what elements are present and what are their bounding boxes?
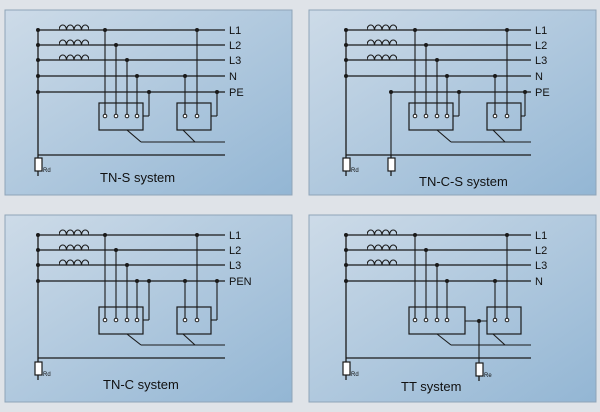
line-label: L3 [229,260,241,272]
grounding-resistor [34,157,43,172]
line-label: N [229,71,237,83]
ground-label: Rd [43,372,51,378]
panel-background [308,214,597,403]
panel-tn-c: L1 L2 L3 PEN Rd TN-C system [4,214,293,403]
ground-label: Rd [351,372,359,378]
line-label: L3 [535,55,547,67]
panel-title: TN-C-S system [419,174,508,189]
line-label: PE [535,87,550,99]
line-label: L2 [229,40,241,52]
line-label: L2 [535,40,547,52]
line-label: N [535,71,543,83]
line-label: L2 [229,245,241,257]
grounding-resistor [34,361,43,376]
panel-title: TN-S system [100,170,175,185]
line-label: L2 [535,245,547,257]
grounding-resistor [342,361,351,376]
panel-title: TN-C system [103,377,179,392]
ground-label: Rd [351,168,359,174]
line-label: L1 [535,25,547,37]
line-label: N [535,276,543,288]
panel-tt: L1 L2 L3 N Rd Re TT system [308,214,597,403]
bus-lines [38,29,225,93]
ground-label: Re [484,373,492,379]
panel-tn-s: L1 L2 L3 N PE Rd TN-S system [4,9,293,196]
panel-tn-c-s: L1 L2 L3 N PE Rd TN-C-S system [308,9,597,196]
line-label: L1 [229,230,241,242]
line-label: L3 [229,55,241,67]
ground-label: Rd [43,168,51,174]
line-label: L1 [535,230,547,242]
line-label: L3 [535,260,547,272]
grounding-resistor [342,157,351,172]
line-label: L1 [229,25,241,37]
grounding-resistor [387,157,396,172]
grounding-resistor [475,362,484,377]
panel-title: TT system [401,379,461,394]
line-label: PE [229,87,244,99]
load-box [486,306,522,335]
line-label: PEN [229,276,252,288]
bus-lines [38,234,225,282]
